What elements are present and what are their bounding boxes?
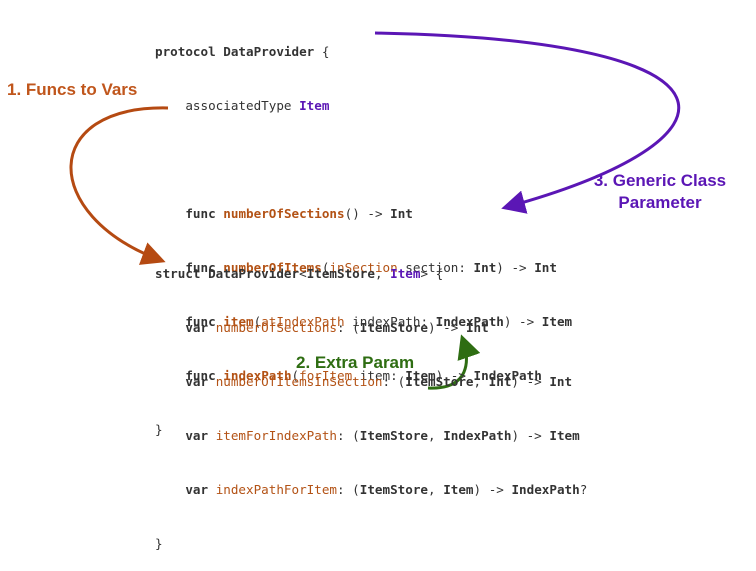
step2-label: 2. Extra Param [296,353,415,372]
step3-label-line2: Parameter [618,193,702,212]
generic-param-itemstore: ItemStore [306,266,375,281]
step3-label-line1: 3. Generic Class [593,171,727,190]
func-index-path-for-item: func indexPath(forItem item: Item) -> In… [185,368,542,383]
var-index-path-for-item: var indexPathForItem: (ItemStore, Item) … [185,482,588,497]
annotation-arrows [69,31,681,390]
var-number-of-sections: var numberOfSections: (ItemStore) -> Int [185,320,489,335]
var-item-for-index-path: var itemForIndexPath: (ItemStore, IndexP… [185,428,580,443]
struct-close-brace: } [155,536,163,551]
protocol-declaration-line: protocol DataProvider { [155,44,330,59]
protocol-name: DataProvider [223,44,315,59]
generic-param-item: Item [390,266,421,281]
func-number-of-sections: func numberOfSections() -> Int [185,206,413,221]
arrow-extra-param [427,334,481,390]
step3-label: 3. Generic Class Parameter [570,170,750,214]
keyword: protocol [155,44,216,59]
struct-declaration-line: struct DataProvider<ItemStore, Item> { [155,266,444,281]
protocol-code-block: protocol DataProvider { associatedType I… [155,7,572,457]
func-number-of-items: func numberOfItems(inSection section: In… [185,260,557,275]
struct-code-block: struct DataProvider<ItemStore, Item> { v… [155,229,587,571]
var-number-of-items-in-section: var numberOfItemsInSection: (ItemStore, … [185,374,573,389]
associated-type-line: associatedType Item [185,98,330,113]
step1-label: 1. Funcs to Vars [7,80,138,99]
arrow-generic-param [374,31,681,214]
func-item-at-index-path: func item(atIndexPath indexPath: IndexPa… [185,314,573,329]
associated-type-item: Item [299,98,330,113]
blank-line [155,151,572,169]
arrow-funcs-to-vars [69,106,169,265]
